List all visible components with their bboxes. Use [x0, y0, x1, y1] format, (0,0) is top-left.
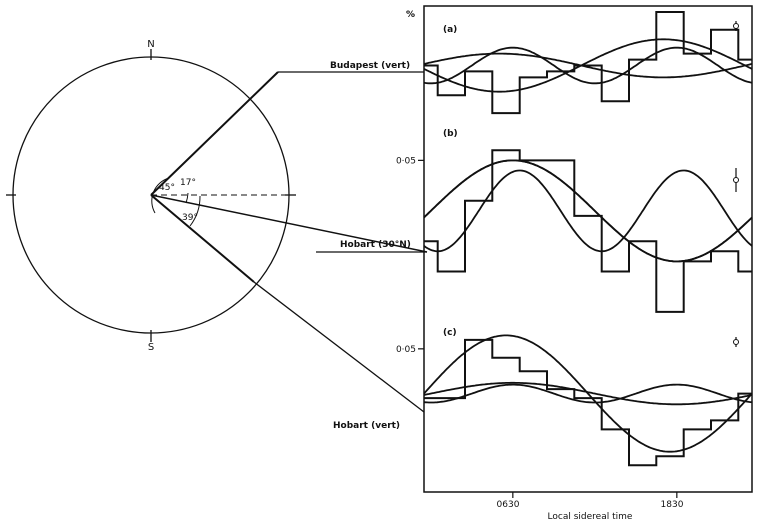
station-label-hobart-30n: Hobart (30°N) [340, 240, 411, 250]
station-label-budapest: Budapest (vert) [330, 61, 410, 71]
compass-diagram [6, 49, 428, 413]
hobart-vert-direction [150, 194, 255, 283]
histogram-a [424, 11, 752, 115]
curve-c-0 [423, 381, 753, 406]
curve-c-2 [423, 383, 753, 404]
curve-a-2 [423, 38, 753, 93]
compass-south-label: S [148, 342, 154, 353]
panels-group: (a) (b) 0·05 (c) 0·05 [396, 11, 753, 498]
y-tick-label-c: 0·05 [396, 345, 416, 355]
angle-label-39: 39° [182, 213, 198, 223]
budapest-direction [150, 71, 279, 196]
curve-a-1 [423, 46, 753, 85]
curve-b-1 [423, 169, 753, 253]
error-bar-point-b [733, 177, 739, 183]
panels-frame [423, 5, 753, 493]
curve-a-0 [423, 52, 753, 79]
x-tick-label-1830: 1830 [661, 500, 684, 510]
angle-label-17: 17° [180, 178, 196, 188]
histogram-b [424, 149, 752, 313]
angle-arc-45 [151, 177, 170, 214]
y-tick-label-b: 0·05 [396, 156, 416, 166]
panel-label-a: (a) [443, 25, 457, 35]
x-tick-label-0630: 0630 [497, 500, 520, 510]
hobart-vert-leader [253, 281, 425, 413]
panel-label-b: (b) [443, 129, 458, 139]
panel-label-c: (c) [443, 328, 457, 338]
angle-label-45: 45° [159, 183, 175, 193]
x-axis-label: Local sidereal time [548, 512, 633, 522]
histogram-c [424, 338, 752, 467]
angle-arc-39 [189, 195, 201, 227]
curve-b-2 [423, 159, 753, 263]
station-label-hobart-vert: Hobart (vert) [333, 421, 400, 431]
compass-north-label: N [147, 39, 154, 50]
angle-arc-17 [185, 192, 189, 204]
error-bar-point-c [733, 339, 739, 345]
percent-symbol: % [406, 10, 415, 20]
error-bar-point-a [733, 23, 739, 29]
curve-c-1 [423, 334, 753, 453]
hobart-30n-direction [150, 194, 428, 253]
